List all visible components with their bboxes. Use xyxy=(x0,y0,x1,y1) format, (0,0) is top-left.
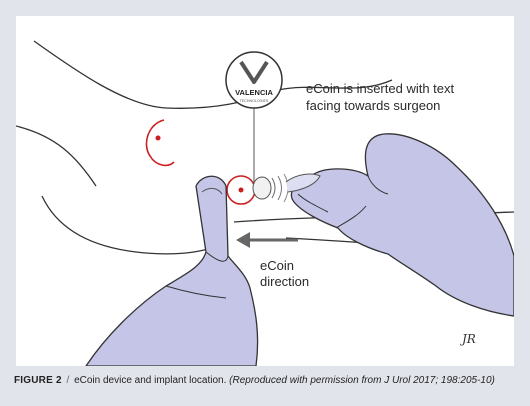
caption-separator: / xyxy=(66,375,70,386)
leg-illustration: VALENCIA TECHNOLOGIES xyxy=(16,40,514,366)
lower-leg-contour xyxy=(41,195,221,255)
callout-text: eCoin is inserted with text facing towar… xyxy=(306,80,476,114)
direction-line-2: direction xyxy=(260,274,310,289)
left-gloved-hand xyxy=(85,175,259,366)
logo-tagline-text: TECHNOLOGIES xyxy=(240,99,269,103)
direction-line-1: eCoin xyxy=(260,258,294,273)
direction-label: eCoin direction xyxy=(260,258,309,290)
malleolus-marker xyxy=(145,119,175,167)
artist-signature: JR xyxy=(462,332,476,346)
valencia-v-icon xyxy=(239,60,269,84)
right-gloved-hand xyxy=(285,133,514,317)
direction-arrow xyxy=(236,232,298,248)
ecoin-device xyxy=(252,176,272,200)
figure-caption: FIGURE 2 / eCoin device and implant loca… xyxy=(14,374,520,388)
valencia-logo-badge: VALENCIA TECHNOLOGIES xyxy=(225,51,283,109)
illustration-panel: VALENCIA TECHNOLOGIES xyxy=(16,16,514,366)
caption-text: eCoin device and implant location. xyxy=(74,375,227,386)
knee-contour xyxy=(16,125,97,187)
caption-label: FIGURE 2 xyxy=(14,375,62,386)
logo-brand-text: VALENCIA xyxy=(235,88,273,97)
caption-note: (Reproduced with permission from J Urol … xyxy=(229,375,495,386)
motion-arc-1 xyxy=(271,177,276,199)
malleolus-point xyxy=(155,135,161,141)
callout-line-1: eCoin is inserted with text xyxy=(306,81,455,96)
motion-arc-2 xyxy=(277,175,282,201)
upper-leg-contour-right xyxy=(277,79,393,91)
implant-point xyxy=(238,187,244,193)
callout-line-2: facing towards surgeon xyxy=(306,98,441,113)
